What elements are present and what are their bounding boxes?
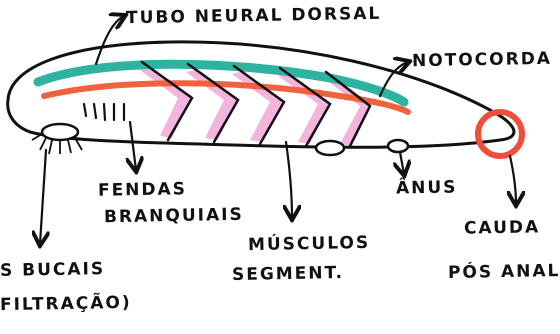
label-cauda-2: PÓS ANAL bbox=[448, 263, 560, 282]
label-anus: ÂNUS bbox=[396, 179, 458, 197]
arrow-anus bbox=[400, 152, 404, 174]
label-fendas-2: BRANQUIAIS bbox=[104, 207, 244, 226]
tail-circle bbox=[478, 112, 522, 156]
arrow-gill-slits bbox=[130, 122, 136, 170]
anus-opening bbox=[316, 141, 344, 155]
label-cirros-2: FILTRAÇÃO) bbox=[0, 295, 132, 314]
arrow-neural-tube bbox=[96, 16, 124, 64]
anus-marker bbox=[388, 140, 408, 152]
label-fendas-1: FENDAS bbox=[98, 181, 187, 200]
gill-slits bbox=[84, 104, 124, 120]
arrow-muscles bbox=[286, 142, 292, 218]
arrow-oral-cirri bbox=[40, 150, 46, 244]
label-musculos-2: SEGMENT. bbox=[232, 265, 344, 284]
label-cauda-1: CAUDA bbox=[464, 219, 540, 237]
arrow-tail bbox=[510, 156, 516, 204]
label-tubo-neural: TUBO NEURAL DORSAL bbox=[126, 6, 382, 27]
label-notocorda: NOTOCORDA bbox=[412, 51, 552, 70]
label-cirros-1: S BUCAIS bbox=[0, 261, 105, 280]
label-musculos-1: MÚSCULOS bbox=[248, 235, 370, 254]
